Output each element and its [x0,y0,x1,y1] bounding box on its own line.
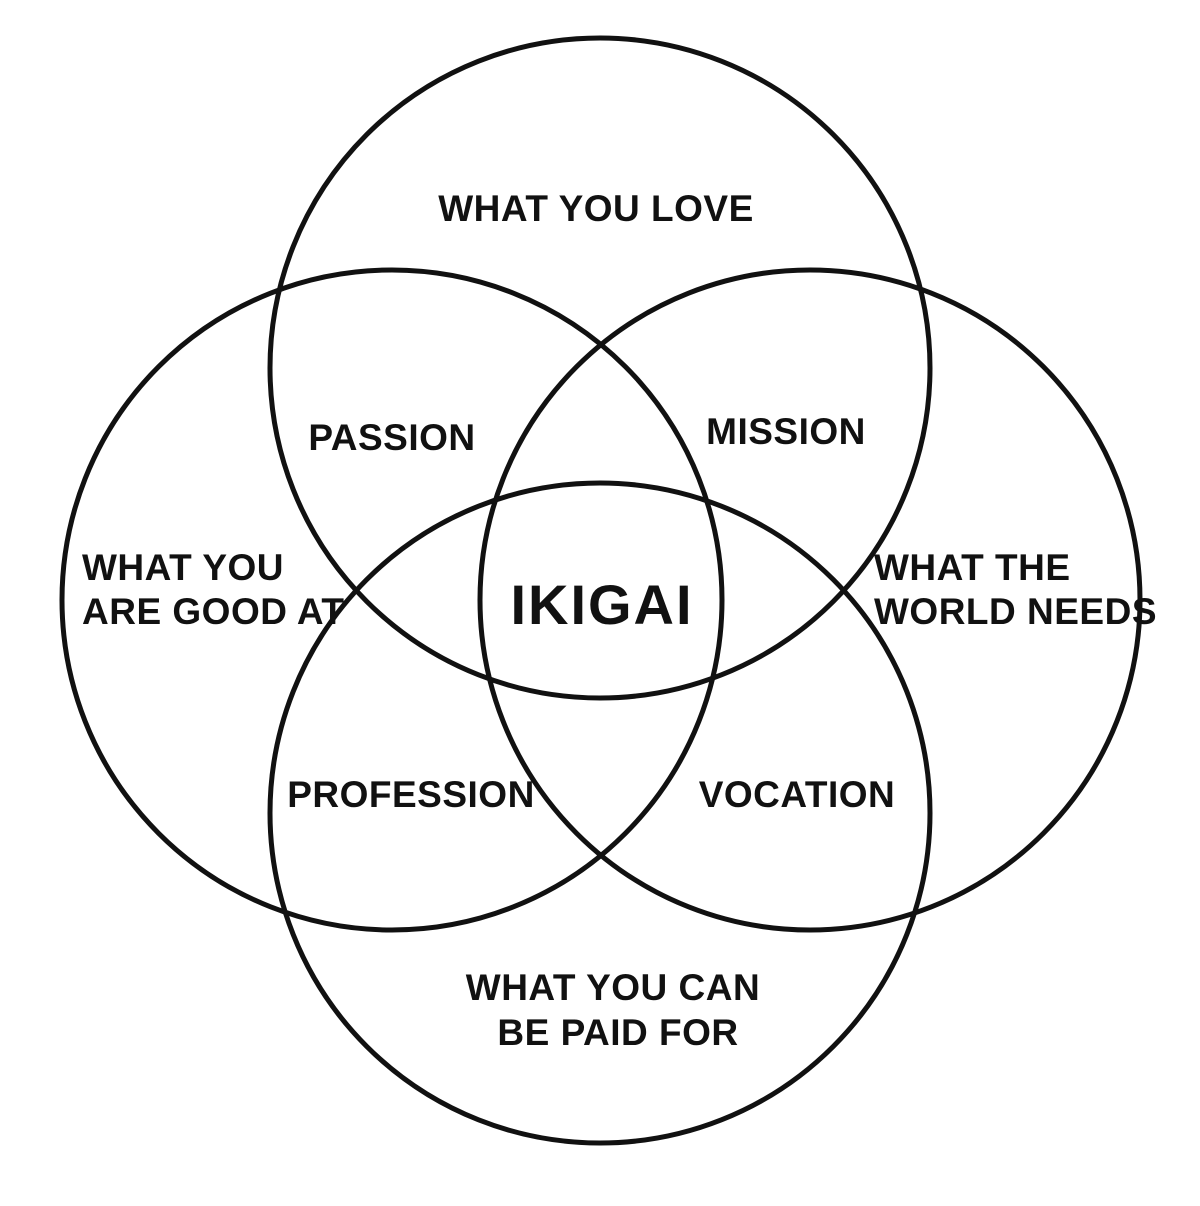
label-what-you-are-good-at-line2: ARE GOOD AT [82,591,344,632]
circle-what-the-world-needs [477,267,1143,933]
circle-what-you-are-good-at [59,267,725,933]
label-what-you-are-good-at-line1: WHAT YOU [82,547,284,588]
label-ikigai: IKIGAI [510,573,693,636]
circle-what-you-can-be-paid-for [267,480,933,1146]
circle-what-you-love [267,35,933,701]
label-what-you-love: WHAT YOU LOVE [438,188,754,229]
label-what-you-can-be-paid-for-line2: BE PAID FOR [497,1012,738,1053]
label-what-the-world-needs-line2: WORLD NEEDS [874,591,1157,632]
label-passion: PASSION [308,417,475,458]
label-what-the-world-needs-line1: WHAT THE [874,547,1071,588]
label-mission: MISSION [706,411,866,452]
label-what-you-can-be-paid-for-line1: WHAT YOU CAN [466,967,760,1008]
label-profession: PROFESSION [287,774,535,815]
label-vocation: VOCATION [699,774,896,815]
